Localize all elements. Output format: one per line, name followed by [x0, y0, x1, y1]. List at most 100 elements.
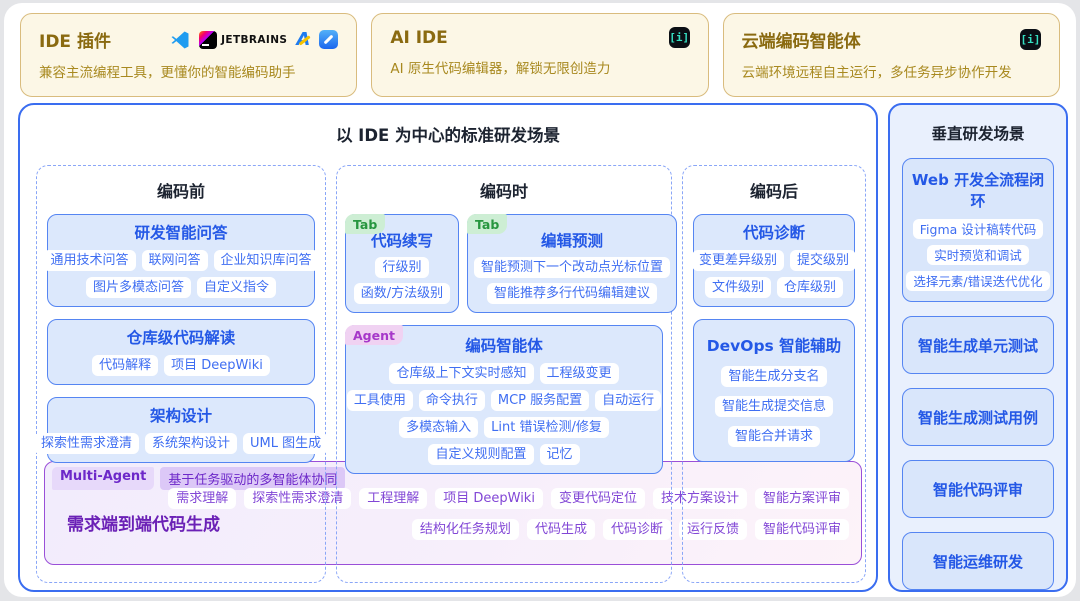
- column-after-coding: 编码后 代码诊断 变更差异级别 提交级别 文件级别 仓库级别 DevOps 智能…: [682, 165, 866, 583]
- feature-tag: 仓库级上下文实时感知: [389, 363, 534, 384]
- feature-tag: 命令执行: [418, 390, 485, 411]
- card-test-case-gen: 智能生成测试用例: [902, 388, 1054, 446]
- multi-agent-badge: Multi-Agent: [52, 467, 155, 490]
- card-title: 架构设计: [149, 407, 212, 425]
- stage-tag: 技术方案设计: [652, 488, 747, 509]
- feature-tag: 智能生成提交信息: [714, 396, 833, 417]
- card-title: Web 开发全流程闭环: [911, 171, 1045, 210]
- feature-tag: 自动运行: [595, 390, 662, 411]
- feature-tag: 系统架构设计: [144, 433, 237, 454]
- card-title: 代码续写: [370, 232, 433, 250]
- feature-tag: 企业知识库问答: [213, 250, 319, 271]
- stage-tag: 结构化任务规划: [411, 519, 519, 540]
- page-card: IDE 插件 JETBRAINS A 兼容主流编程工具，更懂你的智能编码助手 A: [4, 3, 1076, 597]
- card-unit-test-gen: 智能生成单元测试: [902, 316, 1054, 374]
- feature-tag: 多模态输入: [399, 417, 479, 438]
- card-edit-prediction: Tab 编辑预测 智能预测下一个改动点光标位置 智能推荐多行代码编辑建议: [467, 214, 678, 313]
- ide-plugin-title: IDE 插件: [39, 32, 111, 52]
- sidebar-vertical-scenarios: 垂直研发场景 Web 开发全流程闭环 Figma 设计稿转代码 实时预览和调试 …: [888, 103, 1068, 592]
- feature-tag: 提交级别: [790, 250, 857, 271]
- stage-tag: 工程理解: [359, 488, 428, 509]
- ai-ide-subtitle: AI 原生代码编辑器，解锁无限创造力: [390, 61, 611, 77]
- feature-tag: 联网问答: [141, 250, 208, 271]
- ai-ide-title: AI IDE: [390, 27, 448, 48]
- card-code-diagnosis: 代码诊断 变更差异级别 提交级别 文件级别 仓库级别: [691, 214, 857, 307]
- feature-tag: 通用技术问答: [43, 250, 136, 271]
- card-coding-agent: Agent 编码智能体 仓库级上下文实时感知 工程级变更 工具使用 命令执行 M…: [345, 325, 663, 474]
- feature-tag: Lint 错误检测/修复: [484, 417, 609, 438]
- appcode-icon: A: [296, 28, 311, 50]
- feature-tag: 代码解释: [92, 355, 159, 376]
- feature-tag: 记忆: [539, 444, 580, 465]
- stage-tag: 项目 DeepWiki: [435, 488, 543, 509]
- column-before-coding: 编码前 研发智能问答 通用技术问答 联网问答 企业知识库问答 图片多模态问答 自…: [33, 165, 329, 583]
- card-title: 仓库级代码解读: [126, 329, 236, 347]
- feature-tag: 工程级变更: [539, 363, 619, 384]
- stage-tag: 需求理解: [168, 488, 237, 509]
- feature-tag: 行级别: [375, 257, 429, 278]
- agent-badge: Agent: [345, 325, 403, 345]
- column-while-coding: 编码时 Tab 代码续写 行级别 函数/方法级别 Tab 编辑预测 智能预测下一…: [336, 165, 678, 583]
- feature-tag: 智能合并请求: [727, 426, 820, 447]
- card-repo-understanding: 仓库级代码解读 代码解释 项目 DeepWiki: [47, 319, 315, 385]
- lingma-icon: [i]: [1019, 29, 1041, 50]
- main-panel: 以 IDE 为中心的标准研发场景 编码前 研发智能问答 通用技术问答 联网问答 …: [18, 103, 878, 592]
- feature-tag: 实时预览和调试: [927, 245, 1029, 265]
- feature-tag: 自定义指令: [197, 277, 277, 298]
- jetbrains-icon: JETBRAINS: [199, 30, 288, 49]
- stage-tag: 代码生成: [526, 519, 595, 540]
- top-card-cloud-agent: 云端编码智能体 [i] 云端环境远程自主运行，多任务异步协作开发: [722, 13, 1060, 97]
- stage-tag: 智能代码评审: [754, 519, 849, 540]
- column-header: 编码时: [479, 182, 528, 201]
- card-title: 编码智能体: [465, 337, 543, 355]
- main-panel-title: 以 IDE 为中心的标准研发场景: [335, 126, 561, 145]
- column-header: 编码后: [749, 182, 798, 201]
- tab-badge: Tab: [345, 214, 386, 234]
- card-devops-assist: DevOps 智能辅助 智能生成分支名 智能生成提交信息 智能合并请求: [693, 319, 855, 462]
- stage-tag: 运行反馈: [678, 519, 747, 540]
- lingma-icon: [i]: [668, 27, 690, 48]
- feature-tag: 智能推荐多行代码编辑建议: [487, 283, 658, 304]
- feature-tag: 工具使用: [346, 390, 413, 411]
- card-title: DevOps 智能辅助: [706, 337, 842, 355]
- card-web-dev-loop: Web 开发全流程闭环 Figma 设计稿转代码 实时预览和调试 选择元素/错误…: [902, 158, 1054, 302]
- tab-badge: Tab: [467, 214, 508, 234]
- card-dev-qa: 研发智能问答 通用技术问答 联网问答 企业知识库问答 图片多模态问答 自定义指令: [43, 214, 319, 307]
- stage-tag: 代码诊断: [602, 519, 671, 540]
- card-code-completion: Tab 代码续写 行级别 函数/方法级别: [345, 214, 459, 313]
- card-code-review: 智能代码评审: [902, 460, 1054, 518]
- card-title: 代码诊断: [742, 224, 805, 242]
- multi-agent-title: 需求端到端代码生成: [67, 515, 220, 535]
- vscode-icon: [171, 31, 189, 48]
- jetbrains-mark-icon: [199, 30, 218, 49]
- multi-agent-panel: Multi-Agent 基于任务驱动的多智能体协同 需求端到端代码生成 需求理解…: [44, 461, 862, 565]
- xcode-icon: [319, 30, 339, 49]
- card-ops-dev: 智能运维研发: [902, 532, 1054, 590]
- feature-tag: UML 图生成: [242, 433, 329, 454]
- multi-agent-badge-desc: 基于任务驱动的多智能体协同: [160, 467, 346, 490]
- column-header: 编码前: [156, 182, 205, 201]
- feature-tag: 探索性需求澄清: [33, 433, 139, 454]
- feature-tag: 函数/方法级别: [353, 283, 451, 304]
- ide-plugin-subtitle: 兼容主流编程工具，更懂你的智能编码助手: [39, 65, 296, 81]
- card-architecture-design: 架构设计 探索性需求澄清 系统架构设计 UML 图生成: [33, 397, 329, 463]
- feature-tag: 智能预测下一个改动点光标位置: [474, 257, 671, 278]
- cloud-agent-subtitle: 云端环境远程自主运行，多任务异步协作开发: [741, 65, 1012, 81]
- feature-tag: 仓库级别: [777, 277, 844, 298]
- feature-tag: 选择元素/错误迭代优化: [906, 271, 1050, 291]
- jetbrains-wordmark: JETBRAINS: [221, 33, 288, 46]
- feature-tag: 文件级别: [704, 277, 771, 298]
- top-row: IDE 插件 JETBRAINS A 兼容主流编程工具，更懂你的智能编码助手 A: [20, 13, 1060, 97]
- top-card-ide-plugin: IDE 插件 JETBRAINS A 兼容主流编程工具，更懂你的智能编码助手: [20, 13, 358, 97]
- feature-tag: MCP 服务配置: [490, 390, 590, 411]
- stage-tag: 变更代码定位: [550, 488, 645, 509]
- feature-tag: 图片多模态问答: [85, 277, 191, 298]
- sidebar-title: 垂直研发场景: [931, 125, 1025, 143]
- ide-plugin-icons: JETBRAINS A: [170, 28, 339, 50]
- feature-tag: Figma 设计稿转代码: [912, 219, 1044, 239]
- feature-tag: 自定义规则配置: [428, 444, 534, 465]
- stage-tag: 探索性需求澄清: [244, 488, 352, 509]
- feature-tag: 智能生成分支名: [721, 366, 827, 387]
- stage-tag: 智能方案评审: [754, 488, 849, 509]
- card-title: 编辑预测: [541, 232, 604, 250]
